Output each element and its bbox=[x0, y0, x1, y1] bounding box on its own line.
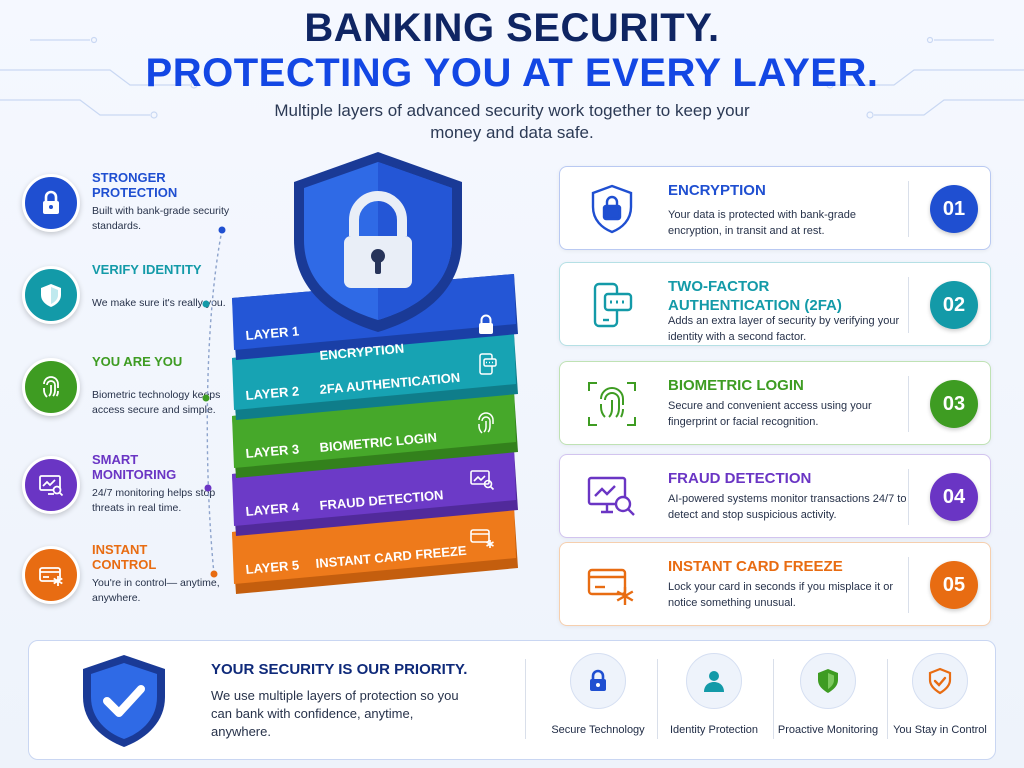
info-card-biometric: BIOMETRIC LOGIN Secure and convenient ac… bbox=[559, 361, 991, 445]
info-card-desc: Your data is protected with bank-grade e… bbox=[668, 209, 856, 237]
left-feature-you-are-you: YOU ARE YOU Biometric technology keeps a… bbox=[22, 354, 222, 434]
card-freeze-icon bbox=[582, 555, 642, 615]
left-feature-title: SMART MONITORING bbox=[92, 452, 177, 482]
info-card-desc: Lock your card in seconds if you misplac… bbox=[668, 581, 893, 609]
info-card-card-freeze: INSTANT CARD FREEZE Lock your card in se… bbox=[559, 542, 991, 626]
shield-icon bbox=[22, 266, 80, 324]
footer-item-label: You Stay in Control bbox=[893, 724, 987, 736]
step-number-badge: 04 bbox=[930, 473, 978, 521]
header: BANKING SECURITY. PROTECTING YOU AT EVER… bbox=[0, 6, 1024, 144]
page-title-line1: BANKING SECURITY. bbox=[304, 6, 720, 50]
left-feature-desc: You're in control— anytime, anywhere. bbox=[92, 577, 220, 604]
fingerprint-scan-icon bbox=[582, 374, 642, 434]
card-freeze-icon bbox=[470, 529, 494, 548]
monitor-search-icon bbox=[470, 470, 495, 491]
shield-check-icon bbox=[83, 655, 165, 747]
info-card-title: ENCRYPTION bbox=[668, 182, 766, 199]
left-feature-title: STRONGER PROTECTION bbox=[92, 170, 178, 200]
footer-title: YOUR SECURITY IS OUR PRIORITY. bbox=[211, 661, 468, 678]
left-feature-desc: We make sure it's really you. bbox=[92, 297, 226, 309]
left-feature-smart-monitoring: SMART MONITORING 24/7 monitoring helps s… bbox=[22, 452, 222, 532]
layer-label: LAYER 5 bbox=[245, 557, 300, 577]
layer-label: LAYER 1 bbox=[245, 323, 300, 343]
user-icon bbox=[686, 653, 742, 709]
info-card-encryption: ENCRYPTION Your data is protected with b… bbox=[559, 166, 991, 250]
layer-label: LAYER 2 bbox=[245, 383, 300, 403]
info-card-title: TWO-FACTOR AUTHENTICATION (2FA) bbox=[668, 278, 842, 314]
page-title-line2: PROTECTING YOU AT EVERY LAYER. bbox=[145, 51, 879, 95]
left-feature-stronger-protection: STRONGER PROTECTION Built with bank-grad… bbox=[22, 170, 229, 250]
info-card-title: BIOMETRIC LOGIN bbox=[668, 377, 804, 394]
layer-label: LAYER 3 bbox=[245, 441, 300, 461]
footer-item-you-stay-in-control: You Stay in Control bbox=[885, 649, 995, 759]
info-card-title: INSTANT CARD FREEZE bbox=[668, 558, 843, 575]
monitor-search-icon bbox=[582, 467, 642, 527]
layer-name: ENCRYPTION bbox=[319, 341, 405, 363]
lock-icon bbox=[479, 314, 493, 334]
left-feature-desc: Biometric technology keeps access secure… bbox=[92, 389, 221, 416]
left-feature-desc: 24/7 monitoring helps stop threats in re… bbox=[92, 487, 216, 514]
fingerprint-icon bbox=[22, 358, 80, 416]
phone-code-icon bbox=[479, 353, 497, 375]
info-card-desc: Adds an extra layer of security by verif… bbox=[668, 315, 900, 343]
lock-icon bbox=[22, 174, 80, 232]
left-feature-title: VERIFY IDENTITY bbox=[92, 262, 202, 277]
left-feature-title: INSTANT CONTROL bbox=[92, 542, 157, 572]
step-number-badge: 01 bbox=[930, 185, 978, 233]
left-feature-instant-control: INSTANT CONTROL You're in control— anyti… bbox=[22, 542, 222, 622]
step-number-badge: 03 bbox=[930, 380, 978, 428]
shield-icon bbox=[800, 653, 856, 709]
security-layer-stack: LAYER 5 INSTANT CARD FREEZE LAYER 4 FRAU… bbox=[228, 150, 528, 630]
lock-icon bbox=[570, 653, 626, 709]
shield-lock-icon bbox=[294, 152, 462, 332]
footer-item-label: Proactive Monitoring bbox=[777, 724, 879, 736]
dashed-connector bbox=[202, 226, 226, 578]
step-number-badge: 05 bbox=[930, 561, 978, 609]
footer-item-label: Identity Protection bbox=[669, 724, 759, 736]
left-feature-title: YOU ARE YOU bbox=[92, 354, 183, 369]
footer-desc: We use multiple layers of protection so … bbox=[211, 688, 459, 739]
info-card-fraud-detection: FRAUD DETECTION AI-powered systems monit… bbox=[559, 454, 991, 538]
footer-item-label: Secure Technology bbox=[551, 724, 645, 736]
left-feature-desc: Built with bank-grade security standards… bbox=[92, 205, 230, 232]
info-card-2fa: TWO-FACTOR AUTHENTICATION (2FA) Adds an … bbox=[559, 262, 991, 346]
layer-label: LAYER 4 bbox=[245, 499, 301, 519]
monitor-search-icon bbox=[22, 456, 80, 514]
shield-lock-icon bbox=[582, 179, 642, 239]
footer-item-identity-protection: Identity Protection bbox=[659, 649, 769, 759]
footer-item-secure-technology: Secure Technology bbox=[543, 649, 653, 759]
card-freeze-icon bbox=[22, 546, 80, 604]
footer-panel: YOUR SECURITY IS OUR PRIORITY. We use mu… bbox=[28, 640, 996, 760]
phone-code-icon bbox=[582, 275, 642, 335]
fingerprint-icon bbox=[478, 412, 494, 434]
shield-check-icon bbox=[912, 653, 968, 709]
info-card-title: FRAUD DETECTION bbox=[668, 470, 812, 487]
info-card-desc: AI-powered systems monitor transactions … bbox=[668, 493, 907, 521]
footer-item-proactive-monitoring: Proactive Monitoring bbox=[773, 649, 883, 759]
left-feature-verify-identity: VERIFY IDENTITY We make sure it's really… bbox=[22, 262, 226, 342]
step-number-badge: 02 bbox=[930, 281, 978, 329]
page-subtitle: Multiple layers of advanced security wor… bbox=[274, 101, 750, 142]
info-card-desc: Secure and convenient access using your … bbox=[668, 400, 872, 428]
